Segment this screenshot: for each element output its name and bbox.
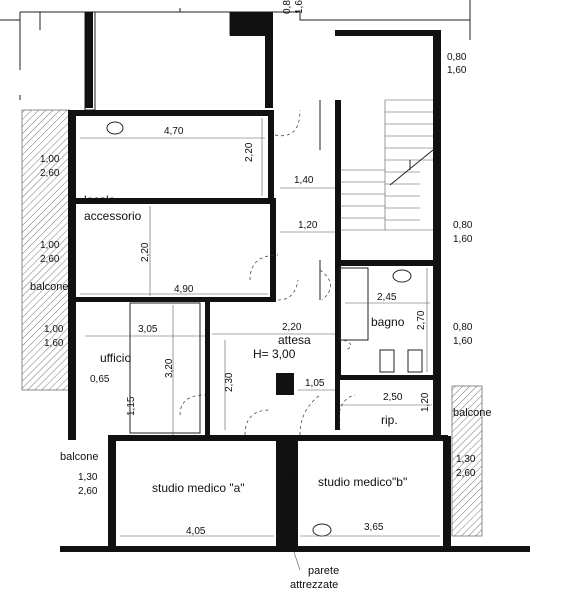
dim-uff-w: 3,05 bbox=[138, 324, 158, 335]
balcone-label-left: balcone bbox=[30, 281, 69, 293]
room-label-attesa: attesa bbox=[278, 333, 311, 347]
balcone-right-area bbox=[451, 385, 483, 537]
room-label-locale: locale bbox=[84, 193, 116, 207]
dim-r3-080: 0,80 bbox=[453, 322, 473, 333]
dimension-labels: 0,80 1,60 0,80 1,60 4,70 2,20 1,00 2,60 … bbox=[40, 0, 476, 537]
outer-walls bbox=[60, 30, 530, 552]
dim-uff-h: 3,20 bbox=[164, 358, 175, 378]
dim-w3-100: 1,00 bbox=[44, 324, 64, 335]
room-label-bagno: bagno bbox=[371, 315, 405, 329]
dim-attesa-w: 2,20 bbox=[282, 322, 302, 333]
dim-w3-160: 1,60 bbox=[44, 338, 64, 349]
dim-acc-h: 2,20 bbox=[140, 242, 151, 262]
dim-wl-130: 1,30 bbox=[78, 472, 98, 483]
wall-note-line-2: attrezzate bbox=[290, 579, 338, 591]
dim-w2-100: 1,00 bbox=[40, 240, 60, 251]
dim-wr-130: 1,30 bbox=[456, 454, 476, 465]
dim-rip-120: 1,20 bbox=[420, 392, 431, 412]
neighbour-structures bbox=[0, 0, 471, 111]
dim-r2-160: 1,60 bbox=[453, 234, 473, 245]
dim-r3-160: 1,60 bbox=[453, 336, 473, 347]
dim-uff-065: 0,65 bbox=[90, 374, 110, 385]
staircase bbox=[340, 99, 434, 231]
height-label: H= 3,00 bbox=[253, 347, 296, 361]
dim-corr-120: 1,20 bbox=[298, 220, 318, 231]
dim-bagno-w: 2,45 bbox=[377, 292, 397, 303]
room-label-ufficio: ufficio bbox=[100, 351, 131, 365]
dim-att-230: 2,30 bbox=[224, 372, 235, 392]
dim-rip-250: 2,50 bbox=[383, 392, 403, 403]
dim-corr-140: 1,40 bbox=[294, 175, 314, 186]
room-label-rip: rip. bbox=[381, 413, 398, 427]
dim-r1-080: 0,80 bbox=[447, 52, 467, 63]
dim-r2-080: 0,80 bbox=[453, 220, 473, 231]
room-label-accessorio: accessorio bbox=[84, 209, 142, 223]
room-label-studio-b: studio medico"b" bbox=[318, 475, 407, 489]
dim-w2-260: 2,60 bbox=[40, 254, 60, 265]
fixtures bbox=[106, 121, 423, 537]
doors bbox=[179, 109, 356, 436]
partitions bbox=[76, 100, 440, 440]
dim-top-160: 1,60 bbox=[294, 0, 305, 14]
dim-top-080: 0,80 bbox=[282, 0, 293, 14]
dim-w1-100: 1,00 bbox=[40, 154, 60, 165]
dim-mid-046: 0,46 bbox=[278, 472, 298, 483]
wall-note-line-1: parete bbox=[308, 565, 339, 577]
dim-uff-115: 1,15 bbox=[126, 396, 137, 416]
room-label-studio-a: studio medico "a" bbox=[152, 481, 245, 495]
balcone-label-right: balcone bbox=[453, 407, 492, 419]
dim-locale-w: 4,70 bbox=[164, 126, 184, 137]
dim-sb-w: 3,65 bbox=[364, 522, 384, 533]
dim-wr-260: 2,60 bbox=[456, 468, 476, 479]
dim-wl-260: 2,60 bbox=[78, 486, 98, 497]
dimension-lines bbox=[80, 118, 440, 571]
dim-w1-260: 2,60 bbox=[40, 168, 60, 179]
balcone-left-area bbox=[21, 109, 71, 391]
dim-sa-w: 4,05 bbox=[186, 526, 206, 537]
dim-locale-h: 2,20 bbox=[244, 142, 255, 162]
dim-bagno-h: 2,70 bbox=[416, 310, 427, 330]
dim-acc-w: 4,90 bbox=[174, 284, 194, 295]
balcone-label-bottom-left: balcone bbox=[60, 451, 99, 463]
dim-r1-160: 1,60 bbox=[447, 65, 467, 76]
dim-rip-105: 1,05 bbox=[305, 378, 325, 389]
